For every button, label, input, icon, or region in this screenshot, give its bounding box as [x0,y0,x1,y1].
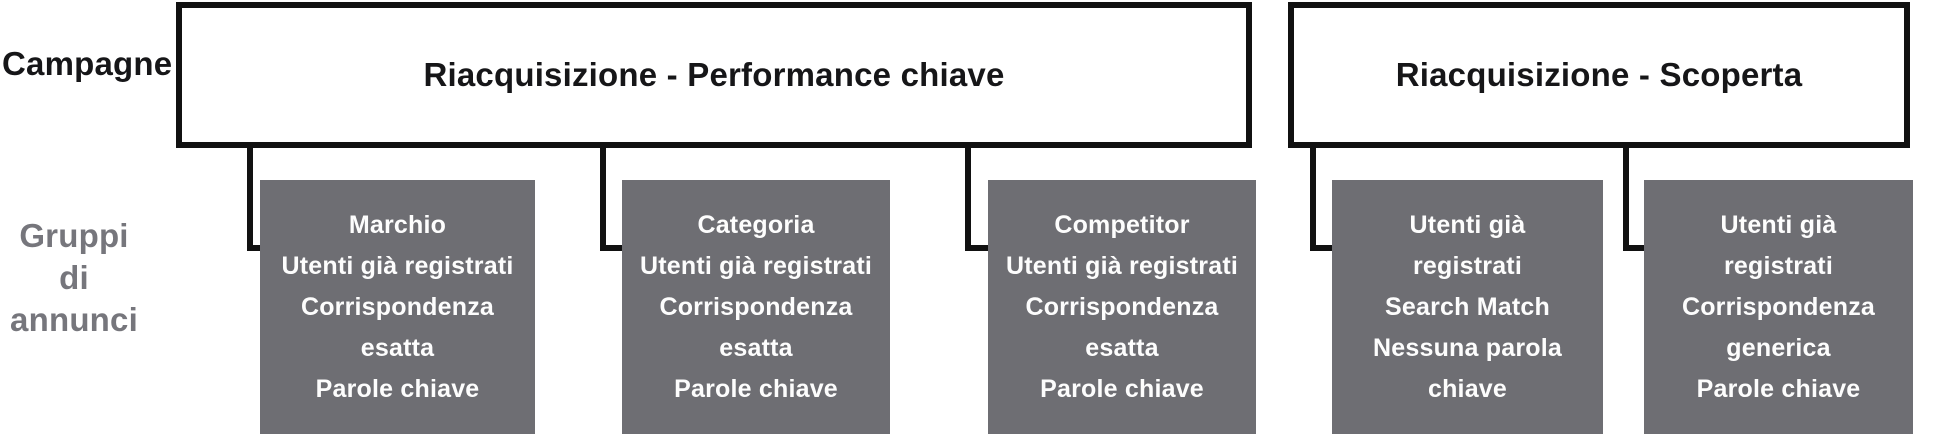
ad-group-box-search-match: Utenti già registrati Search Match Nessu… [1332,180,1603,434]
campaigns-row-label: Campagne [2,45,173,82]
ad-group-text-line: esatta [360,333,435,362]
ad-group-text-line: Parole chiave [1696,374,1861,403]
campaign-title-performance: Riacquisizione - Performance chiave [423,56,1005,93]
ad-group-text-line: registrati [1413,251,1522,280]
ad-group-text-line: generica [1726,333,1831,362]
ad-group-text-line: Utenti già registrati [1005,251,1239,280]
ad-group-text-line: Parole chiave [315,374,480,403]
ad-group-text-line: Nessuna parola [1373,333,1562,362]
ad-group-text-line: Corrispondenza [1681,292,1876,321]
ad-group-text-line: Marchio [348,210,447,239]
ad-group-text-line: Utenti già registrati [639,251,873,280]
ad-group-box-competitor: Competitor Utenti già registrati Corrisp… [988,180,1256,434]
campaign-title-scoperta: Riacquisizione - Scoperta [1395,56,1803,93]
ad-groups-row-label-line2: annunci [10,301,138,338]
ad-group-text-line: Search Match [1385,292,1550,321]
connector-line-1 [247,142,270,251]
ad-groups-row-label: Gruppi di annunci [0,215,148,341]
ad-group-text-line: Parole chiave [674,374,838,403]
campaign-box-scoperta: Riacquisizione - Scoperta [1288,2,1910,148]
ad-group-box-categoria: Categoria Utenti già registrati Corrispo… [622,180,890,434]
ad-group-text-line: Categoria [697,210,815,239]
ad-group-text-line: chiave [1427,374,1508,403]
connector-line-3 [965,142,998,251]
ad-group-text-line: Utenti già registrati [281,251,514,280]
ad-group-text-line: Utenti già [1720,210,1837,239]
ad-group-text-line: Utenti già [1409,210,1526,239]
campaign-box-performance: Riacquisizione - Performance chiave [176,2,1252,148]
ad-group-text-line: Corrispondenza [1025,292,1219,321]
connector-line-5 [1623,142,1654,251]
connector-line-2 [600,142,633,251]
ad-group-text-line: esatta [719,333,793,362]
ad-groups-row-label-line1: Gruppi di [19,217,129,296]
ad-group-text-line: Corrispondenza [300,292,495,321]
ad-group-text-line: Corrispondenza [659,292,853,321]
ad-group-text-line: Competitor [1054,210,1190,239]
ad-group-box-generica: Utenti già registrati Corrispondenza gen… [1644,180,1913,434]
ad-group-box-marchio: Marchio Utenti già registrati Corrispond… [260,180,535,434]
ad-group-text-line: esatta [1085,333,1159,362]
ad-group-text-line: registrati [1724,251,1833,280]
connector-line-4 [1310,142,1342,251]
ad-group-text-line: Parole chiave [1040,374,1204,403]
